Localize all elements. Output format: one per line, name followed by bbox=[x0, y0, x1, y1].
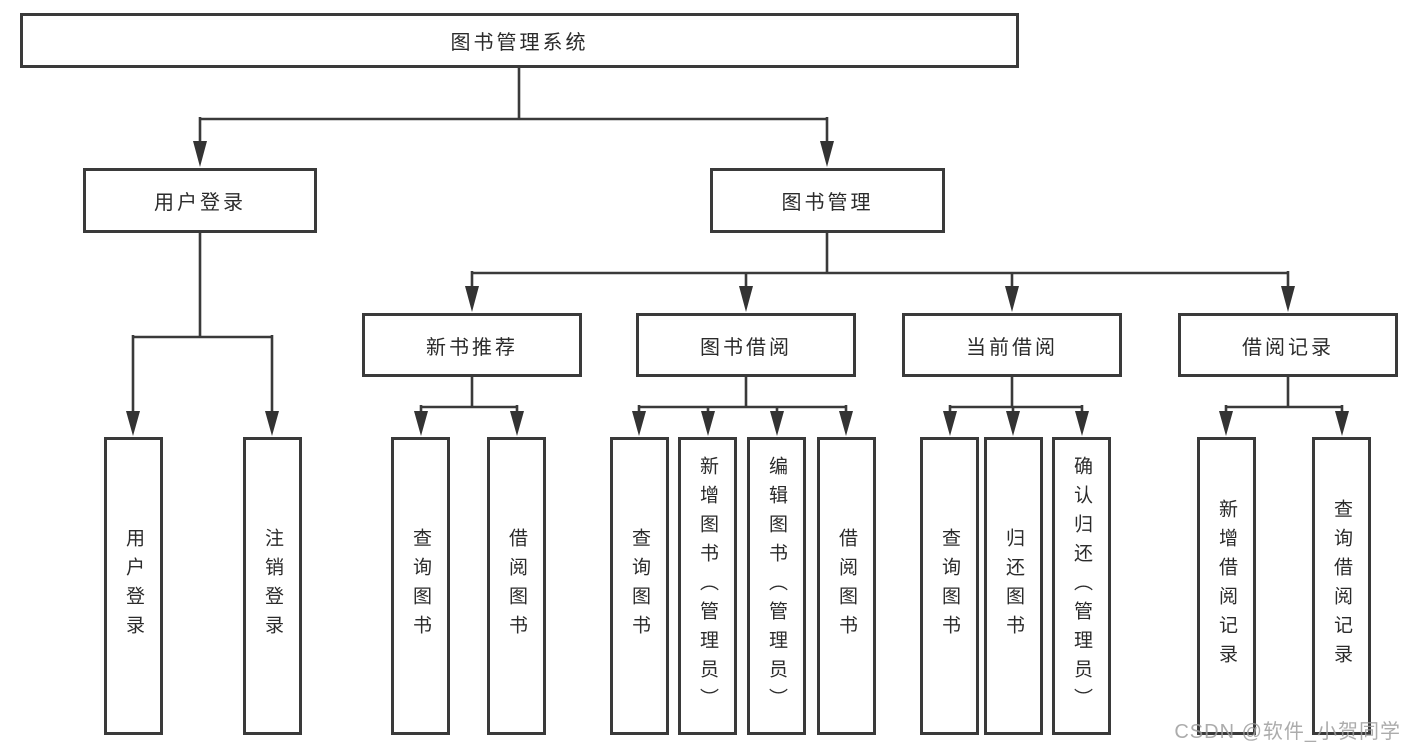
node-borrow-records: 借阅记录 bbox=[1178, 313, 1398, 377]
node-book-management: 图书管理 bbox=[710, 168, 945, 233]
leaf-return-book: 归还图书 bbox=[984, 437, 1043, 735]
leaf-query-books-borrow: 查询图书 bbox=[610, 437, 669, 735]
leaf-borrow-books: 借阅图书 bbox=[817, 437, 876, 735]
leaf-add-book-admin: 新增图书（管理员） bbox=[678, 437, 737, 735]
node-root: 图书管理系统 bbox=[20, 13, 1019, 68]
leaf-edit-book-admin: 编辑图书（管理员） bbox=[747, 437, 806, 735]
node-current-borrow: 当前借阅 bbox=[902, 313, 1122, 377]
leaf-query-books-current: 查询图书 bbox=[920, 437, 979, 735]
leaf-user-login: 用户登录 bbox=[104, 437, 163, 735]
leaf-query-borrow-record: 查询借阅记录 bbox=[1312, 437, 1371, 735]
csdn-watermark: CSDN @软件_小贺同学 bbox=[1174, 721, 1401, 743]
leaf-logout-login: 注销登录 bbox=[243, 437, 302, 735]
node-book-borrow: 图书借阅 bbox=[636, 313, 856, 377]
node-user-login: 用户登录 bbox=[83, 168, 317, 233]
leaf-query-books-recommend: 查询图书 bbox=[391, 437, 450, 735]
leaf-confirm-return-admin: 确认归还（管理员） bbox=[1052, 437, 1111, 735]
node-new-book-recommend: 新书推荐 bbox=[362, 313, 582, 377]
leaf-add-borrow-record: 新增借阅记录 bbox=[1197, 437, 1256, 735]
leaf-borrow-books-recommend: 借阅图书 bbox=[487, 437, 546, 735]
